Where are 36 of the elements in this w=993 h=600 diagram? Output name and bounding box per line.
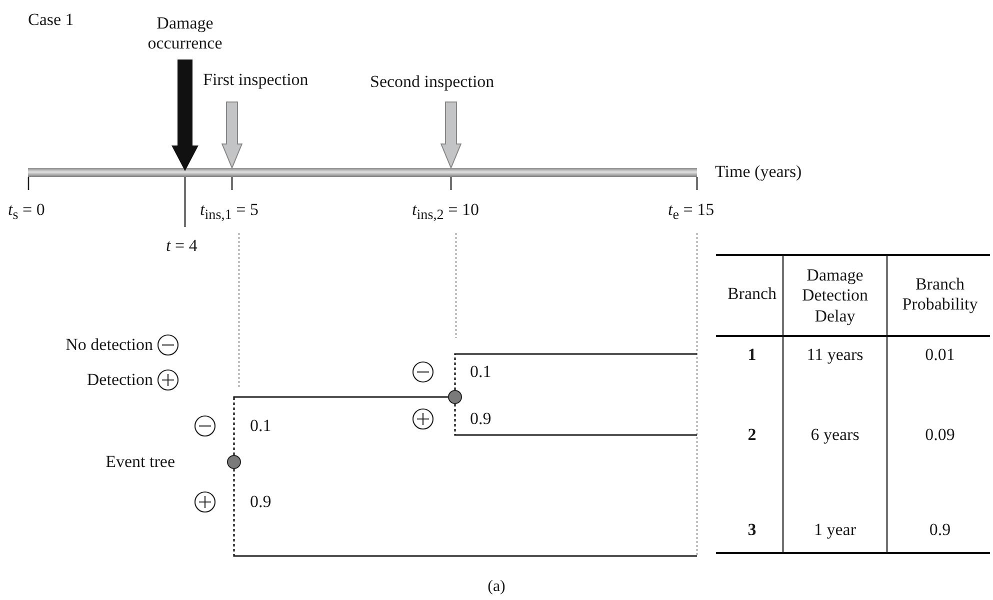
table-value: 6 years (810, 424, 860, 446)
table-value: 11 years (806, 344, 864, 366)
probability-label: 0.9 (250, 492, 272, 512)
chance-node (227, 455, 241, 469)
case-title: Case 1 (28, 10, 74, 30)
table-value: 0.09 (924, 424, 956, 446)
chance-node (448, 390, 462, 404)
tree-branch (233, 396, 448, 455)
table-header: Damage Detection Delay (800, 265, 870, 327)
table-value: 1 year (812, 520, 857, 540)
axis-title: Time (years) (715, 162, 802, 182)
tree-branch (454, 353, 697, 390)
tree-branch (233, 469, 697, 557)
table-value: 0.01 (924, 344, 956, 366)
table-value: 0.9 (928, 520, 952, 540)
tree-title: Event tree (106, 452, 175, 472)
legend-text: No detection (66, 334, 153, 356)
tick-label: t$_{ins,2}$ = 10 (412, 200, 479, 224)
tick-label: t$_{ins,1}$ = 5 (200, 200, 258, 224)
table-header: Branch Probability (901, 274, 979, 316)
table-value: 3 (746, 520, 758, 540)
tick-label: t = 4 (166, 236, 198, 256)
probability-label: 0.1 (250, 416, 272, 436)
probability-label: 0.9 (470, 408, 492, 430)
tick-label: t$_{s}$ = 0 (8, 200, 45, 224)
tick-label: t$_{e}$ = 15 (668, 200, 714, 224)
table-value: 1 (746, 344, 758, 366)
table-value: 2 (746, 424, 758, 446)
probability-label: 0.1 (470, 362, 492, 382)
legend-text: Detection (86, 370, 153, 390)
event-label: Second inspection (370, 72, 494, 92)
tree-branch (454, 404, 697, 436)
event-label: Damage occurrence (146, 14, 224, 54)
caption: (a) (488, 578, 506, 596)
event-label: First inspection (203, 70, 308, 90)
table-header: Branch (726, 284, 778, 304)
